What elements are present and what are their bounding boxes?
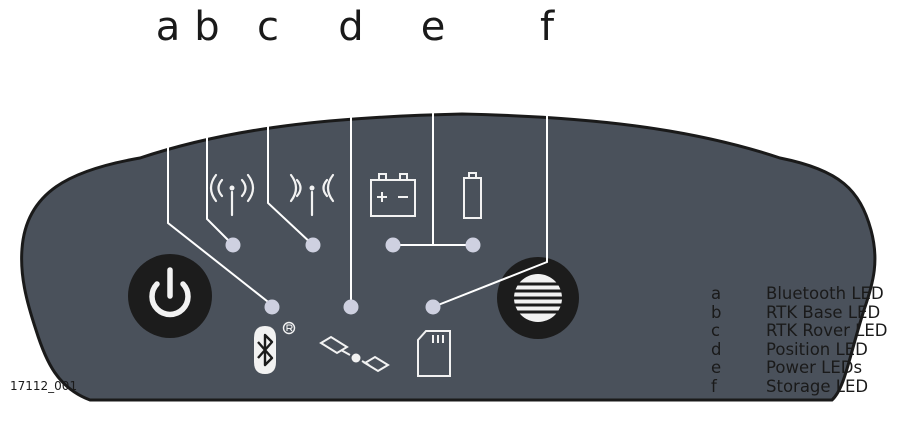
legend-row: b RTK Base LED: [711, 302, 888, 323]
legend-row: a Bluetooth LED: [711, 284, 888, 304]
callout-d: d: [338, 4, 363, 50]
led-position: [343, 299, 359, 315]
callout-e: e: [421, 4, 446, 50]
led-rtk-rover: [305, 237, 321, 253]
rtk-base-icon: [209, 173, 255, 217]
speaker-grille: [497, 257, 579, 339]
callout-c: c: [257, 4, 279, 50]
leader-line-b: [206, 49, 234, 246]
legend-label: RTK Rover LED: [766, 321, 888, 341]
legend-label: Bluetooth LED: [766, 284, 884, 303]
external-battery-icon: [370, 173, 416, 217]
legend-key: b: [711, 302, 722, 322]
legend-row: d Position LED: [711, 339, 888, 360]
sd-card-icon: [417, 330, 451, 377]
legend-label: Power LEDs: [766, 358, 863, 378]
internal-battery-icon: [463, 172, 482, 219]
leds: [225, 237, 481, 315]
legend: a Bluetooth LED b RTK Base LED c RTK Rover …: [711, 284, 888, 397]
legend-label: RTK Base LED: [766, 302, 881, 322]
led-storage: [425, 299, 441, 315]
control-panel: [20, 112, 877, 402]
rtk-rover-icon: [289, 173, 335, 217]
callout-b: b: [194, 4, 219, 50]
led-internal-power: [465, 237, 481, 253]
leader-lines: [167, 49, 548, 308]
legend-key: c: [711, 321, 721, 341]
legend-row: e Power LEDs: [711, 359, 888, 378]
legend-key: e: [711, 358, 722, 378]
figure-id: 17112_001: [10, 379, 77, 393]
legend-key: a: [711, 284, 722, 303]
legend-label: Position LED: [766, 339, 868, 359]
led-external-power: [385, 237, 401, 253]
led-rtk-base: [225, 237, 241, 253]
leader-line-a: [167, 49, 273, 306]
bluetooth-icon: [254, 321, 296, 374]
legend-key: f: [711, 376, 717, 396]
legend-row: c RTK Rover LED: [711, 322, 888, 341]
legend-label: Storage LED: [766, 376, 869, 396]
leader-line-f: [432, 49, 548, 308]
legend-row: f Storage LED: [711, 376, 888, 397]
power-button[interactable]: [128, 254, 212, 338]
legend-key: d: [711, 339, 722, 359]
callout-f: f: [540, 4, 555, 50]
leader-line-c: [267, 49, 314, 246]
power-icon: [149, 281, 191, 318]
led-bluetooth: [264, 299, 280, 315]
satellite-icon: [319, 335, 390, 373]
callout-a: a: [156, 4, 181, 50]
